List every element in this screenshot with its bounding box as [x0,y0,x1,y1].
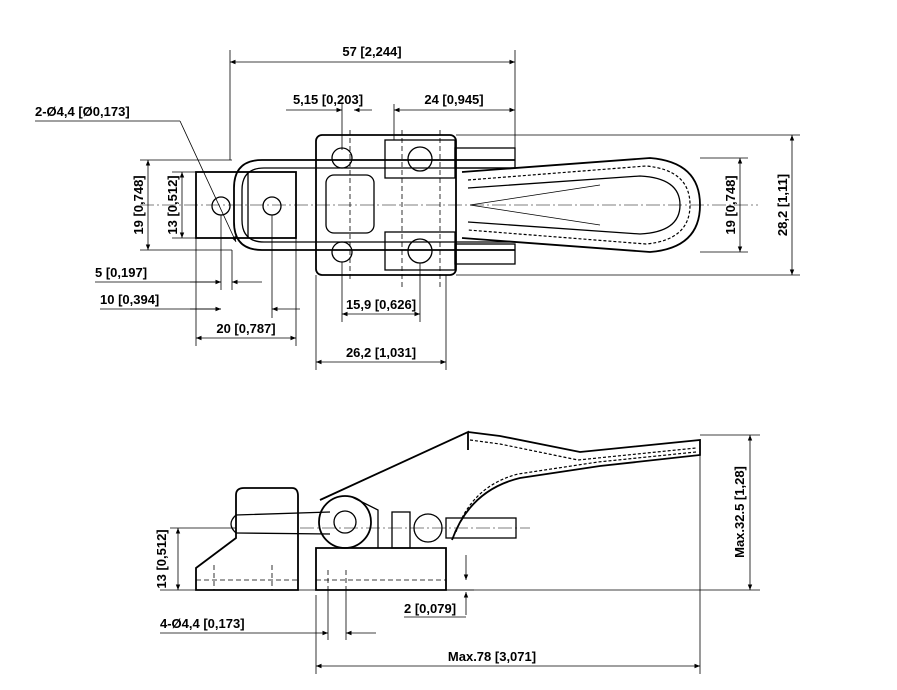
body-pivot-bottom [331,241,353,263]
dim-holes-top: 2-Ø4,4 [Ø0,173] [35,104,130,119]
handle-outer [461,157,701,253]
handle-grip [467,165,691,245]
rod-top [454,147,516,169]
dim-pivot-offset: 5,15 [0,203] [293,92,363,107]
clamp-body [315,134,457,276]
nut-top [407,146,433,172]
dim-bolt-spacing: 15,9 [0,626] [346,297,416,312]
dim-handle-offset: 24 [0,945] [424,92,483,107]
mounting-hole-1 [211,196,231,216]
latch-rod [235,511,331,535]
dim-total-width: 28,2 [1,11] [775,174,790,236]
dim-max-height: Max.32.5 [1,28] [732,466,747,558]
dim-side-holes: 4-Ø4,4 [0,173] [160,616,245,631]
dim-max-length: Max.78 [3,071] [448,649,536,664]
rod-bottom [454,243,516,265]
top-view: 57 [2,244] 5,15 [0,203] 24 [0,945] 2-Ø4,… [35,44,800,370]
mounting-hole-2 [262,196,282,216]
u-bolt-loop [233,159,515,251]
hook-block [195,487,299,591]
pivot-pin [333,510,357,534]
dim-width-right: 19 [0,748] [723,175,738,234]
handle-inner [467,175,681,235]
dim-body-length: 26,2 [1,031] [346,345,416,360]
mounting-plate [195,171,297,239]
handle-hidden-lines [469,184,601,226]
dim-hole-edge: 5 [0,197] [95,265,147,280]
dim-base-width: 13 [0,512] [165,175,180,234]
dim-gap: 2 [0,079] [404,601,456,616]
clamp-base [315,547,447,591]
dim-width-left: 19 [0,748] [131,175,146,234]
adjust-nut [391,511,411,549]
dim-overall-length: 57 [2,244] [342,44,401,59]
pivot-housing [318,495,372,549]
side-handle-grip-bottom [455,451,697,533]
dim-hole-pitch: 10 [0,394] [100,292,159,307]
dim-side-base-height: 13 [0,512] [154,529,169,588]
side-handle-grip-top [469,439,697,461]
handle-arm-top [319,430,469,501]
dim-base-length: 20 [0,787] [216,321,275,336]
side-handle-outer [451,431,701,541]
link-arm [351,496,379,548]
body-pivot-top [331,147,353,169]
bolt-top [384,139,456,179]
latch-rod-end [230,514,237,534]
side-view: 13 [0,512] Max.32.5 [1,28] 2 [0,079] 4-Ø… [154,430,760,674]
u-bolt-inner [241,167,515,243]
